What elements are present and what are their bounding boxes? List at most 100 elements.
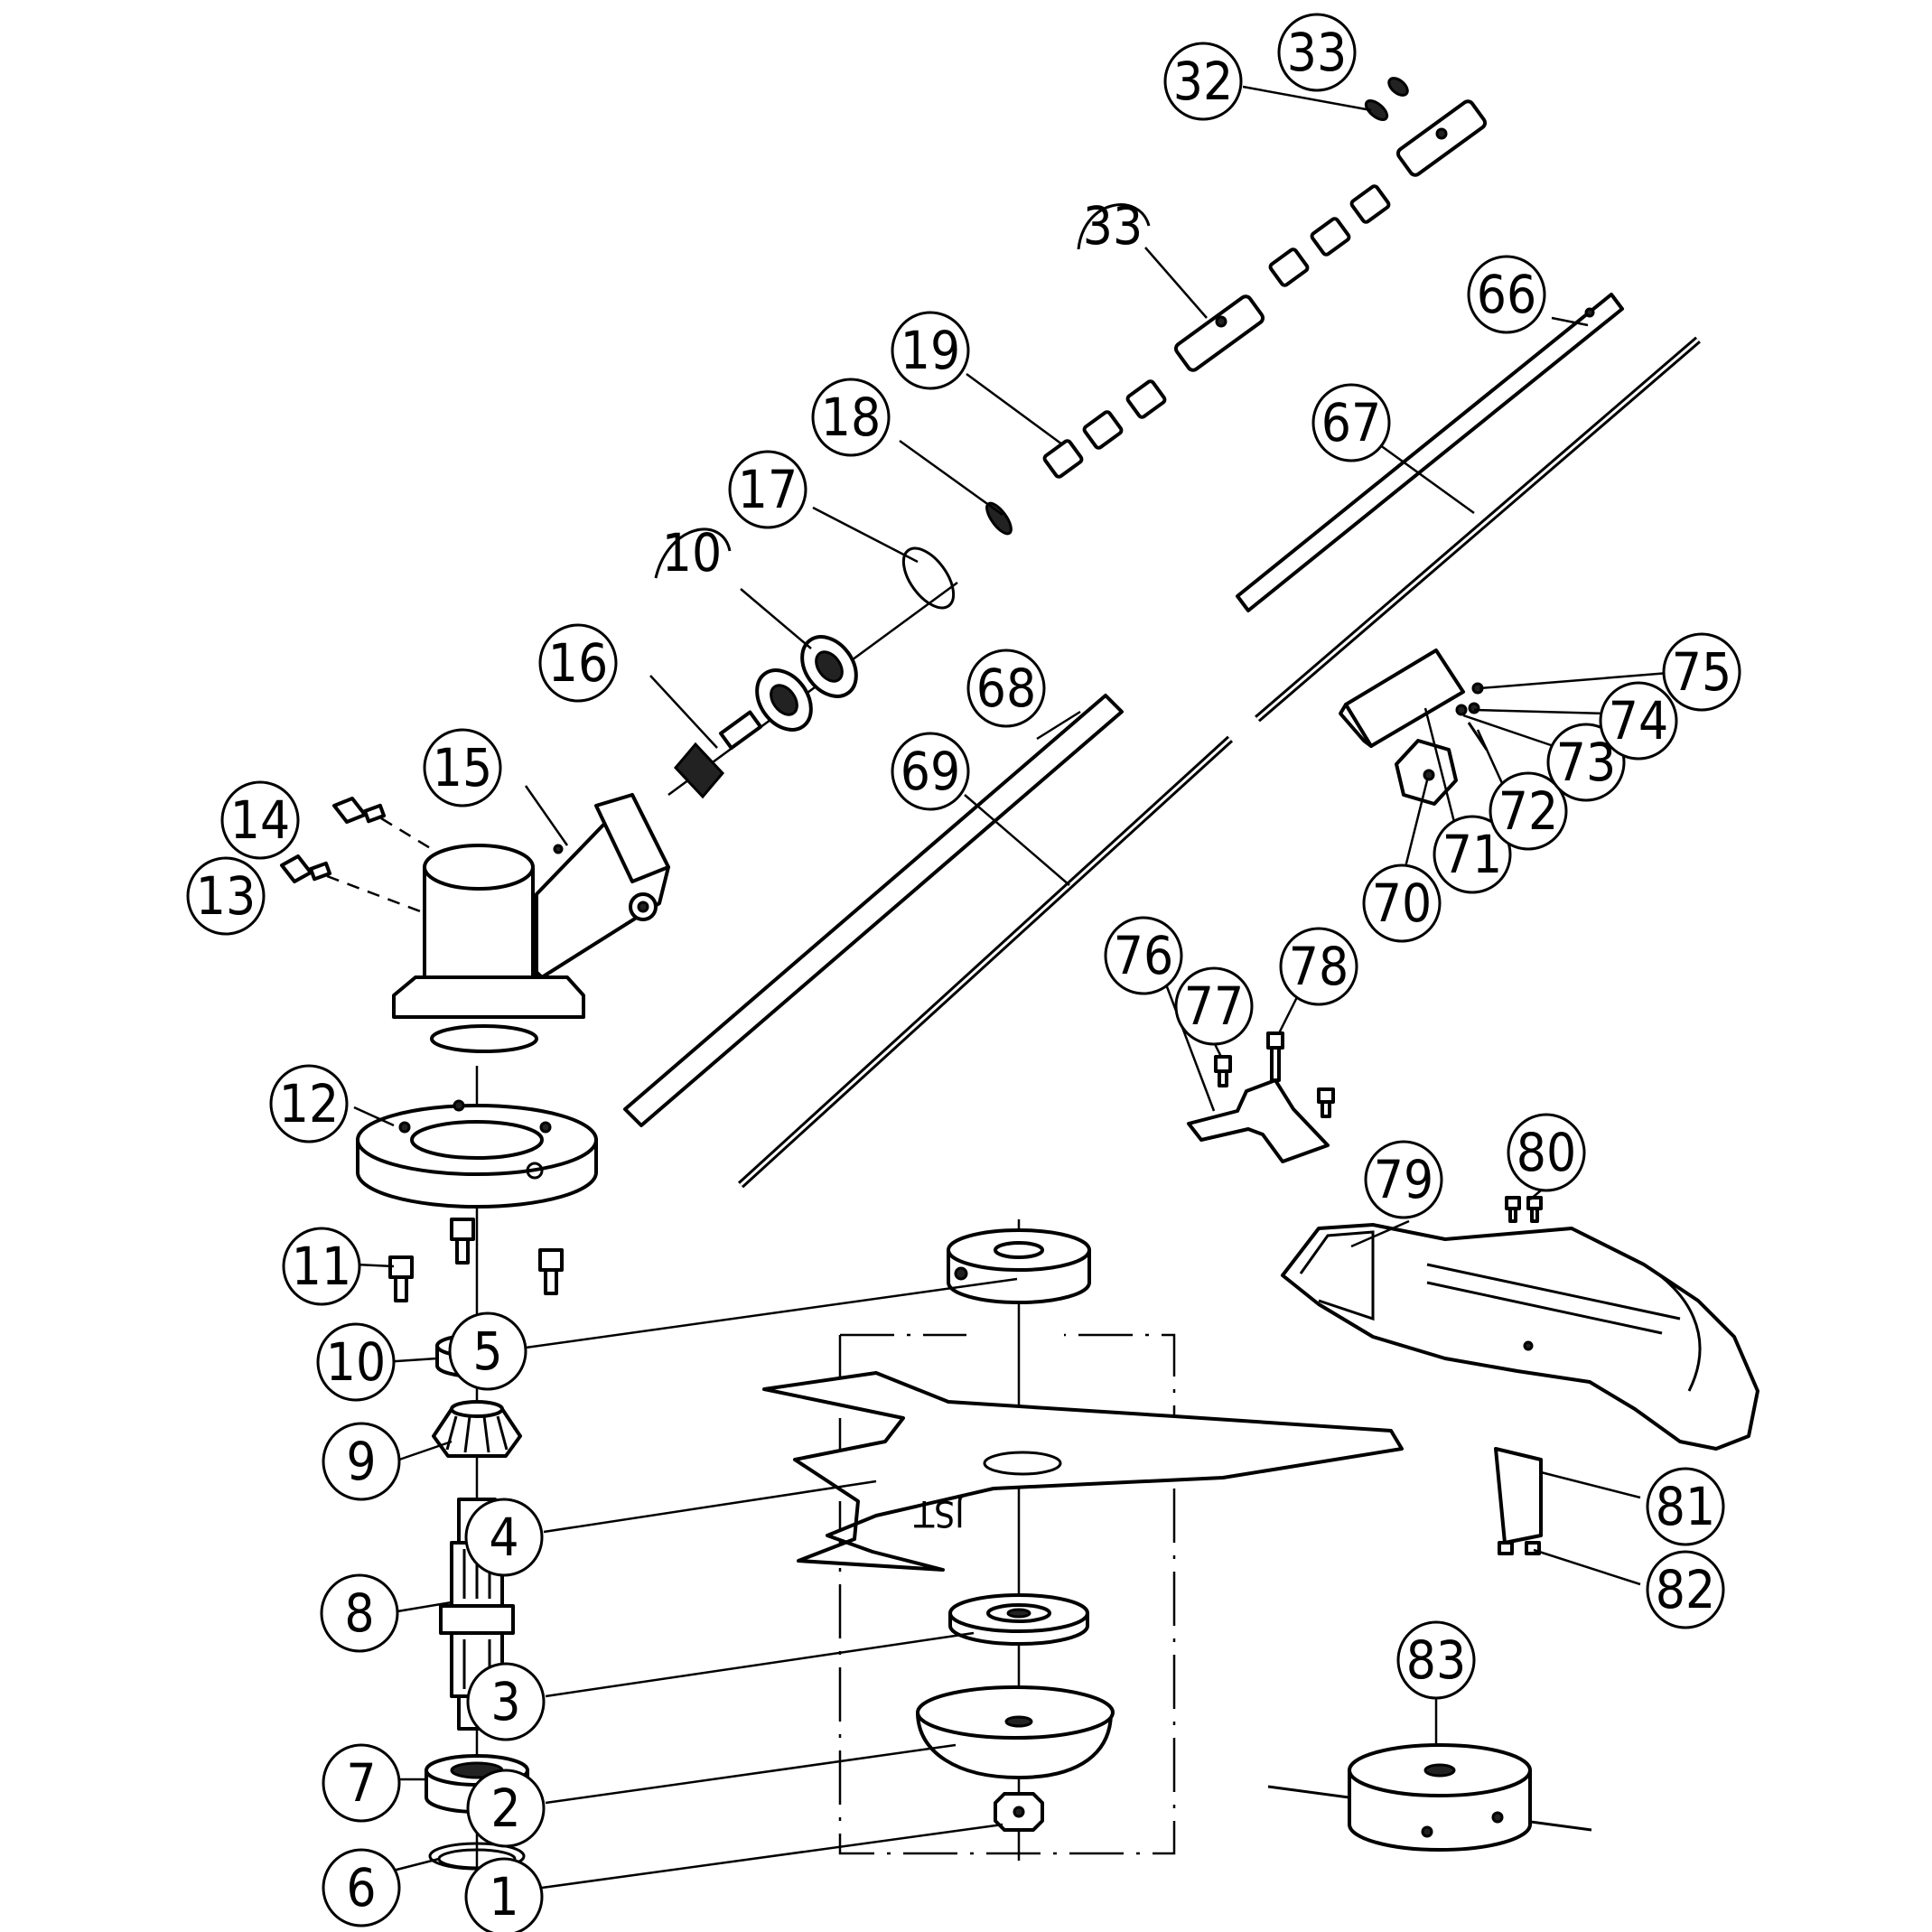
svg-text:17: 17 (738, 459, 798, 520)
drive-shaft-bushings (1042, 77, 1488, 479)
part-83-trimmer-head (1267, 1743, 1592, 1852)
part-78-screw (1266, 1031, 1284, 1082)
callout-1: 1 (464, 1857, 544, 1932)
svg-text:12: 12 (279, 1073, 339, 1134)
callout-77: 77 (1174, 966, 1254, 1046)
callout-10-lower: 10 (316, 1322, 396, 1402)
svg-text:72: 72 (1498, 780, 1558, 842)
svg-text:8: 8 (344, 1582, 374, 1644)
callout-9: 9 (322, 1422, 401, 1501)
callout-78: 78 (1279, 927, 1358, 1006)
bracket-extra-screw (1317, 1087, 1335, 1118)
callout-72: 72 (1489, 771, 1568, 851)
svg-text:67: 67 (1321, 392, 1381, 453)
bushings-upper (1268, 184, 1391, 287)
callout-75: 75 (1662, 632, 1741, 712)
gear-head-assembly (280, 501, 1013, 1924)
svg-text:10: 10 (326, 1331, 386, 1393)
part-70-knob (1395, 739, 1458, 806)
part-9-bevel-gear (432, 1400, 522, 1458)
svg-text:80: 80 (1517, 1122, 1576, 1183)
mount-bracket-assembly (1187, 1031, 1335, 1163)
part-13-screw (280, 854, 424, 914)
callout-33-upper: 33 (1277, 13, 1357, 92)
part-10-bearing-upper (755, 635, 858, 732)
svg-text:74: 74 (1609, 690, 1668, 751)
callout-16: 16 (538, 623, 618, 703)
part-69-lower-shaft (737, 735, 1234, 1189)
callout-11: 11 (282, 1227, 361, 1306)
callout-5: 5 (448, 1311, 527, 1391)
callout-82: 82 (1646, 1550, 1725, 1629)
part-81-cutter-blade (1494, 1447, 1543, 1545)
part-4-blade: JST (762, 1371, 1404, 1572)
callout-7: 7 (322, 1743, 401, 1823)
svg-text:7: 7 (346, 1752, 376, 1814)
callout-74: 74 (1599, 681, 1678, 761)
callout-76: 76 (1104, 916, 1183, 995)
part-33-shaft-sleeve-upper (1395, 99, 1488, 177)
callout-33-lower: 33 (1077, 195, 1151, 257)
part-77-screw (1214, 1055, 1232, 1087)
svg-text:66: 66 (1477, 264, 1536, 325)
part-17-snap-ring (901, 546, 956, 610)
part-66-upper-tube (1236, 293, 1624, 612)
svg-text:77: 77 (1184, 975, 1244, 1037)
part-71-clamp (1339, 649, 1465, 748)
svg-text:68: 68 (976, 658, 1036, 719)
callout-83: 83 (1396, 1620, 1476, 1700)
handle-clamp-assembly (1339, 649, 1489, 806)
leader-lines (353, 85, 1681, 1890)
callout-80: 80 (1507, 1113, 1586, 1192)
callout-13: 13 (186, 856, 266, 936)
part-11-screws (388, 1218, 564, 1302)
part-32-key (1364, 77, 1409, 121)
part-68-lower-tube (623, 694, 1124, 1127)
callout-17: 17 (728, 450, 807, 529)
svg-text:69: 69 (901, 741, 960, 802)
svg-text:2: 2 (490, 1778, 520, 1839)
part-80-screws (1505, 1196, 1543, 1223)
svg-text:32: 32 (1173, 51, 1233, 112)
callout-4: 4 (464, 1498, 544, 1577)
part-67-upper-shaft (1255, 336, 1701, 723)
blade-marking: JST (913, 1492, 966, 1534)
svg-text:79: 79 (1374, 1149, 1433, 1210)
part-16-bevel-pinion (667, 581, 958, 799)
callout-8: 8 (320, 1573, 399, 1653)
svg-text:18: 18 (821, 387, 881, 448)
callout-79: 79 (1364, 1140, 1443, 1219)
svg-text:1: 1 (489, 1866, 518, 1927)
svg-text:11: 11 (292, 1236, 351, 1297)
svg-text:82: 82 (1656, 1559, 1715, 1620)
part-79-guard (1281, 1223, 1759, 1451)
svg-text:6: 6 (346, 1857, 376, 1918)
callout-3: 3 (466, 1662, 546, 1741)
callout-68: 68 (966, 649, 1046, 728)
tubes-and-shafts (623, 293, 1701, 1189)
svg-text:13: 13 (196, 865, 256, 927)
part-1-nut (994, 1792, 1044, 1832)
callout-70: 70 (1362, 863, 1442, 943)
part-2-cover-cup (916, 1685, 1115, 1779)
svg-text:3: 3 (490, 1671, 520, 1732)
callout-19: 19 (891, 311, 970, 390)
svg-text:75: 75 (1672, 641, 1731, 703)
svg-text:81: 81 (1656, 1476, 1715, 1537)
svg-text:71: 71 (1442, 824, 1502, 885)
callout-81: 81 (1646, 1467, 1725, 1546)
svg-text:15: 15 (433, 737, 492, 798)
svg-text:19: 19 (901, 320, 960, 381)
callout-71: 71 (1433, 815, 1512, 894)
callout-73: 73 (1546, 723, 1626, 802)
part-12-flange-ring (356, 1099, 598, 1209)
part-3-washer (948, 1593, 1089, 1646)
callout-6: 6 (322, 1848, 401, 1927)
svg-text:78: 78 (1289, 936, 1349, 997)
svg-text:5: 5 (472, 1321, 502, 1382)
part-14-screw (332, 797, 433, 851)
callout-32: 32 (1163, 42, 1243, 121)
svg-text:76: 76 (1114, 925, 1173, 986)
part-5-blade-holder (947, 1228, 1091, 1304)
